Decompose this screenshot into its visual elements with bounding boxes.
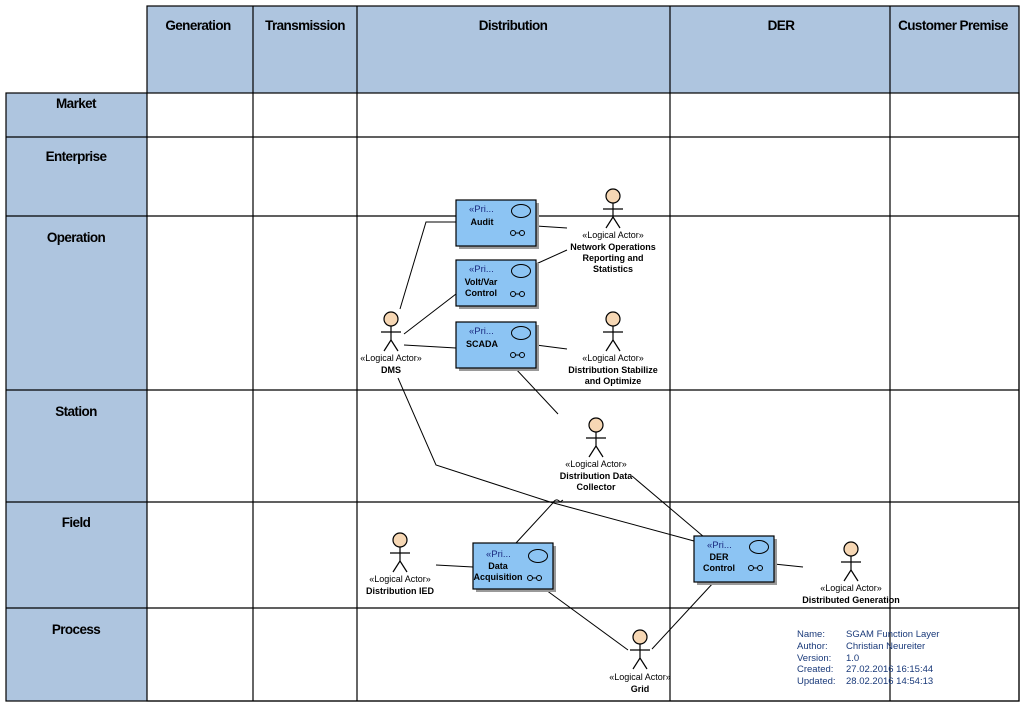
stick-figure-icon [603, 311, 623, 352]
info-label: Version: [797, 653, 831, 664]
row-header-operation: Operation [47, 230, 106, 245]
row-header-enterprise: Enterprise [46, 149, 108, 164]
function-stereotype: «Pri... [469, 326, 494, 337]
actor-grid[interactable]: «Logical Actor» Grid [609, 629, 671, 694]
function-stereotype: «Pri... [486, 549, 511, 560]
stick-figure-icon [586, 417, 606, 458]
actor-stereotype: «Logical Actor» [609, 672, 671, 682]
actor-name-line-2: Reporting and [583, 253, 644, 263]
actor-distribution-data-collector[interactable]: «Logical Actor» Distribution Data Collec… [560, 417, 633, 492]
row-header-station: Station [55, 404, 97, 419]
use-case-icon [528, 549, 548, 563]
column-header-der: DER [768, 18, 796, 33]
stick-figure-icon [841, 541, 861, 582]
row-header-band [6, 93, 147, 701]
row-header-market: Market [56, 96, 97, 111]
info-label: Name: [797, 629, 825, 640]
actor-stereotype: «Logical Actor» [582, 230, 644, 240]
function-stereotype: «Pri... [469, 264, 494, 275]
actor-name-line-1: Distribution Stabilize [568, 365, 658, 375]
info-value: 28.02.2016 14:54:13 [846, 676, 933, 687]
function-scada[interactable]: «Pri... SCADA [455, 321, 539, 371]
link-icon [510, 230, 525, 236]
actor-stereotype: «Logical Actor» [369, 574, 431, 584]
link-icon [510, 352, 525, 358]
info-value: 1.0 [846, 653, 859, 664]
stick-figure-icon [630, 629, 650, 670]
row-header-process: Process [52, 622, 100, 637]
actor-distribution-ied[interactable]: «Logical Actor» Distribution IED [366, 532, 434, 596]
actor-name: Distribution IED [366, 586, 434, 596]
actor-dms[interactable]: «Logical Actor» DMS [360, 311, 422, 375]
link-icon [748, 565, 763, 571]
info-label: Updated: [797, 676, 836, 687]
column-header-transmission: Transmission [265, 18, 345, 33]
function-name-line-1: Volt/Var [465, 277, 498, 287]
link-icon [527, 575, 542, 581]
actor-name-line-2: Collector [576, 482, 616, 492]
actor-name-line-2: and Optimize [585, 376, 642, 386]
function-name-line-1: DER [709, 552, 729, 562]
column-header-customer-premise: Customer Premise [898, 18, 1009, 33]
actor-name-line-3: Statistics [593, 264, 633, 274]
row-header-field: Field [62, 515, 91, 530]
use-case-icon [511, 326, 531, 340]
column-header-band [147, 6, 1019, 93]
use-case-icon [511, 264, 531, 278]
column-header-generation: Generation [165, 18, 231, 33]
stick-figure-icon [381, 311, 401, 352]
function-data-acquisition[interactable]: «Pri... Data Acquisition [472, 542, 556, 592]
info-label: Created: [797, 664, 833, 675]
function-stereotype: «Pri... [707, 540, 732, 551]
info-value: SGAM Function Layer [846, 629, 939, 640]
function-name-line-2: Acquisition [474, 572, 523, 582]
function-audit[interactable]: «Pri... Audit [455, 199, 539, 249]
use-case-icon [749, 540, 769, 554]
stick-figure-icon [390, 532, 410, 573]
actor-stereotype: «Logical Actor» [582, 353, 644, 363]
function-name: SCADA [466, 339, 499, 349]
connectors [397, 221, 804, 651]
actor-stereotype: «Logical Actor» [820, 583, 882, 593]
actor-network-operations[interactable]: «Logical Actor» Network Operations Repor… [570, 188, 656, 274]
function-der-control[interactable]: «Pri... DER Control [693, 535, 777, 585]
function-name-line-2: Control [703, 563, 735, 573]
actor-name-line-1: Network Operations [570, 242, 656, 252]
link-icon [510, 291, 525, 297]
info-value: Christian Neureiter [846, 641, 925, 652]
actor-stereotype: «Logical Actor» [360, 353, 422, 363]
actor-name: Distributed Generation [802, 595, 900, 605]
actor-distributed-generation[interactable]: «Logical Actor» Distributed Generation [802, 541, 900, 605]
info-value: 27.02.2016 16:15:44 [846, 664, 933, 675]
stick-figure-icon [603, 188, 623, 229]
info-label: Author: [797, 641, 828, 652]
function-name-line-1: Data [488, 561, 509, 571]
column-header-distribution: Distribution [479, 18, 548, 33]
function-stereotype: «Pri... [469, 204, 494, 215]
actor-stereotype: «Logical Actor» [565, 459, 627, 469]
actor-distribution-stabilize[interactable]: «Logical Actor» Distribution Stabilize a… [568, 311, 658, 386]
actor-name: DMS [381, 365, 401, 375]
actor-name-line-1: Distribution Data [560, 471, 633, 481]
diagram-info-note: Name: SGAM Function Layer Author: Christ… [797, 629, 939, 687]
use-case-icon [511, 204, 531, 218]
function-volt-var-control[interactable]: «Pri... Volt/Var Control [455, 259, 539, 309]
function-name-line-2: Control [465, 288, 497, 298]
actor-name: Grid [631, 684, 650, 694]
function-name: Audit [471, 217, 494, 227]
